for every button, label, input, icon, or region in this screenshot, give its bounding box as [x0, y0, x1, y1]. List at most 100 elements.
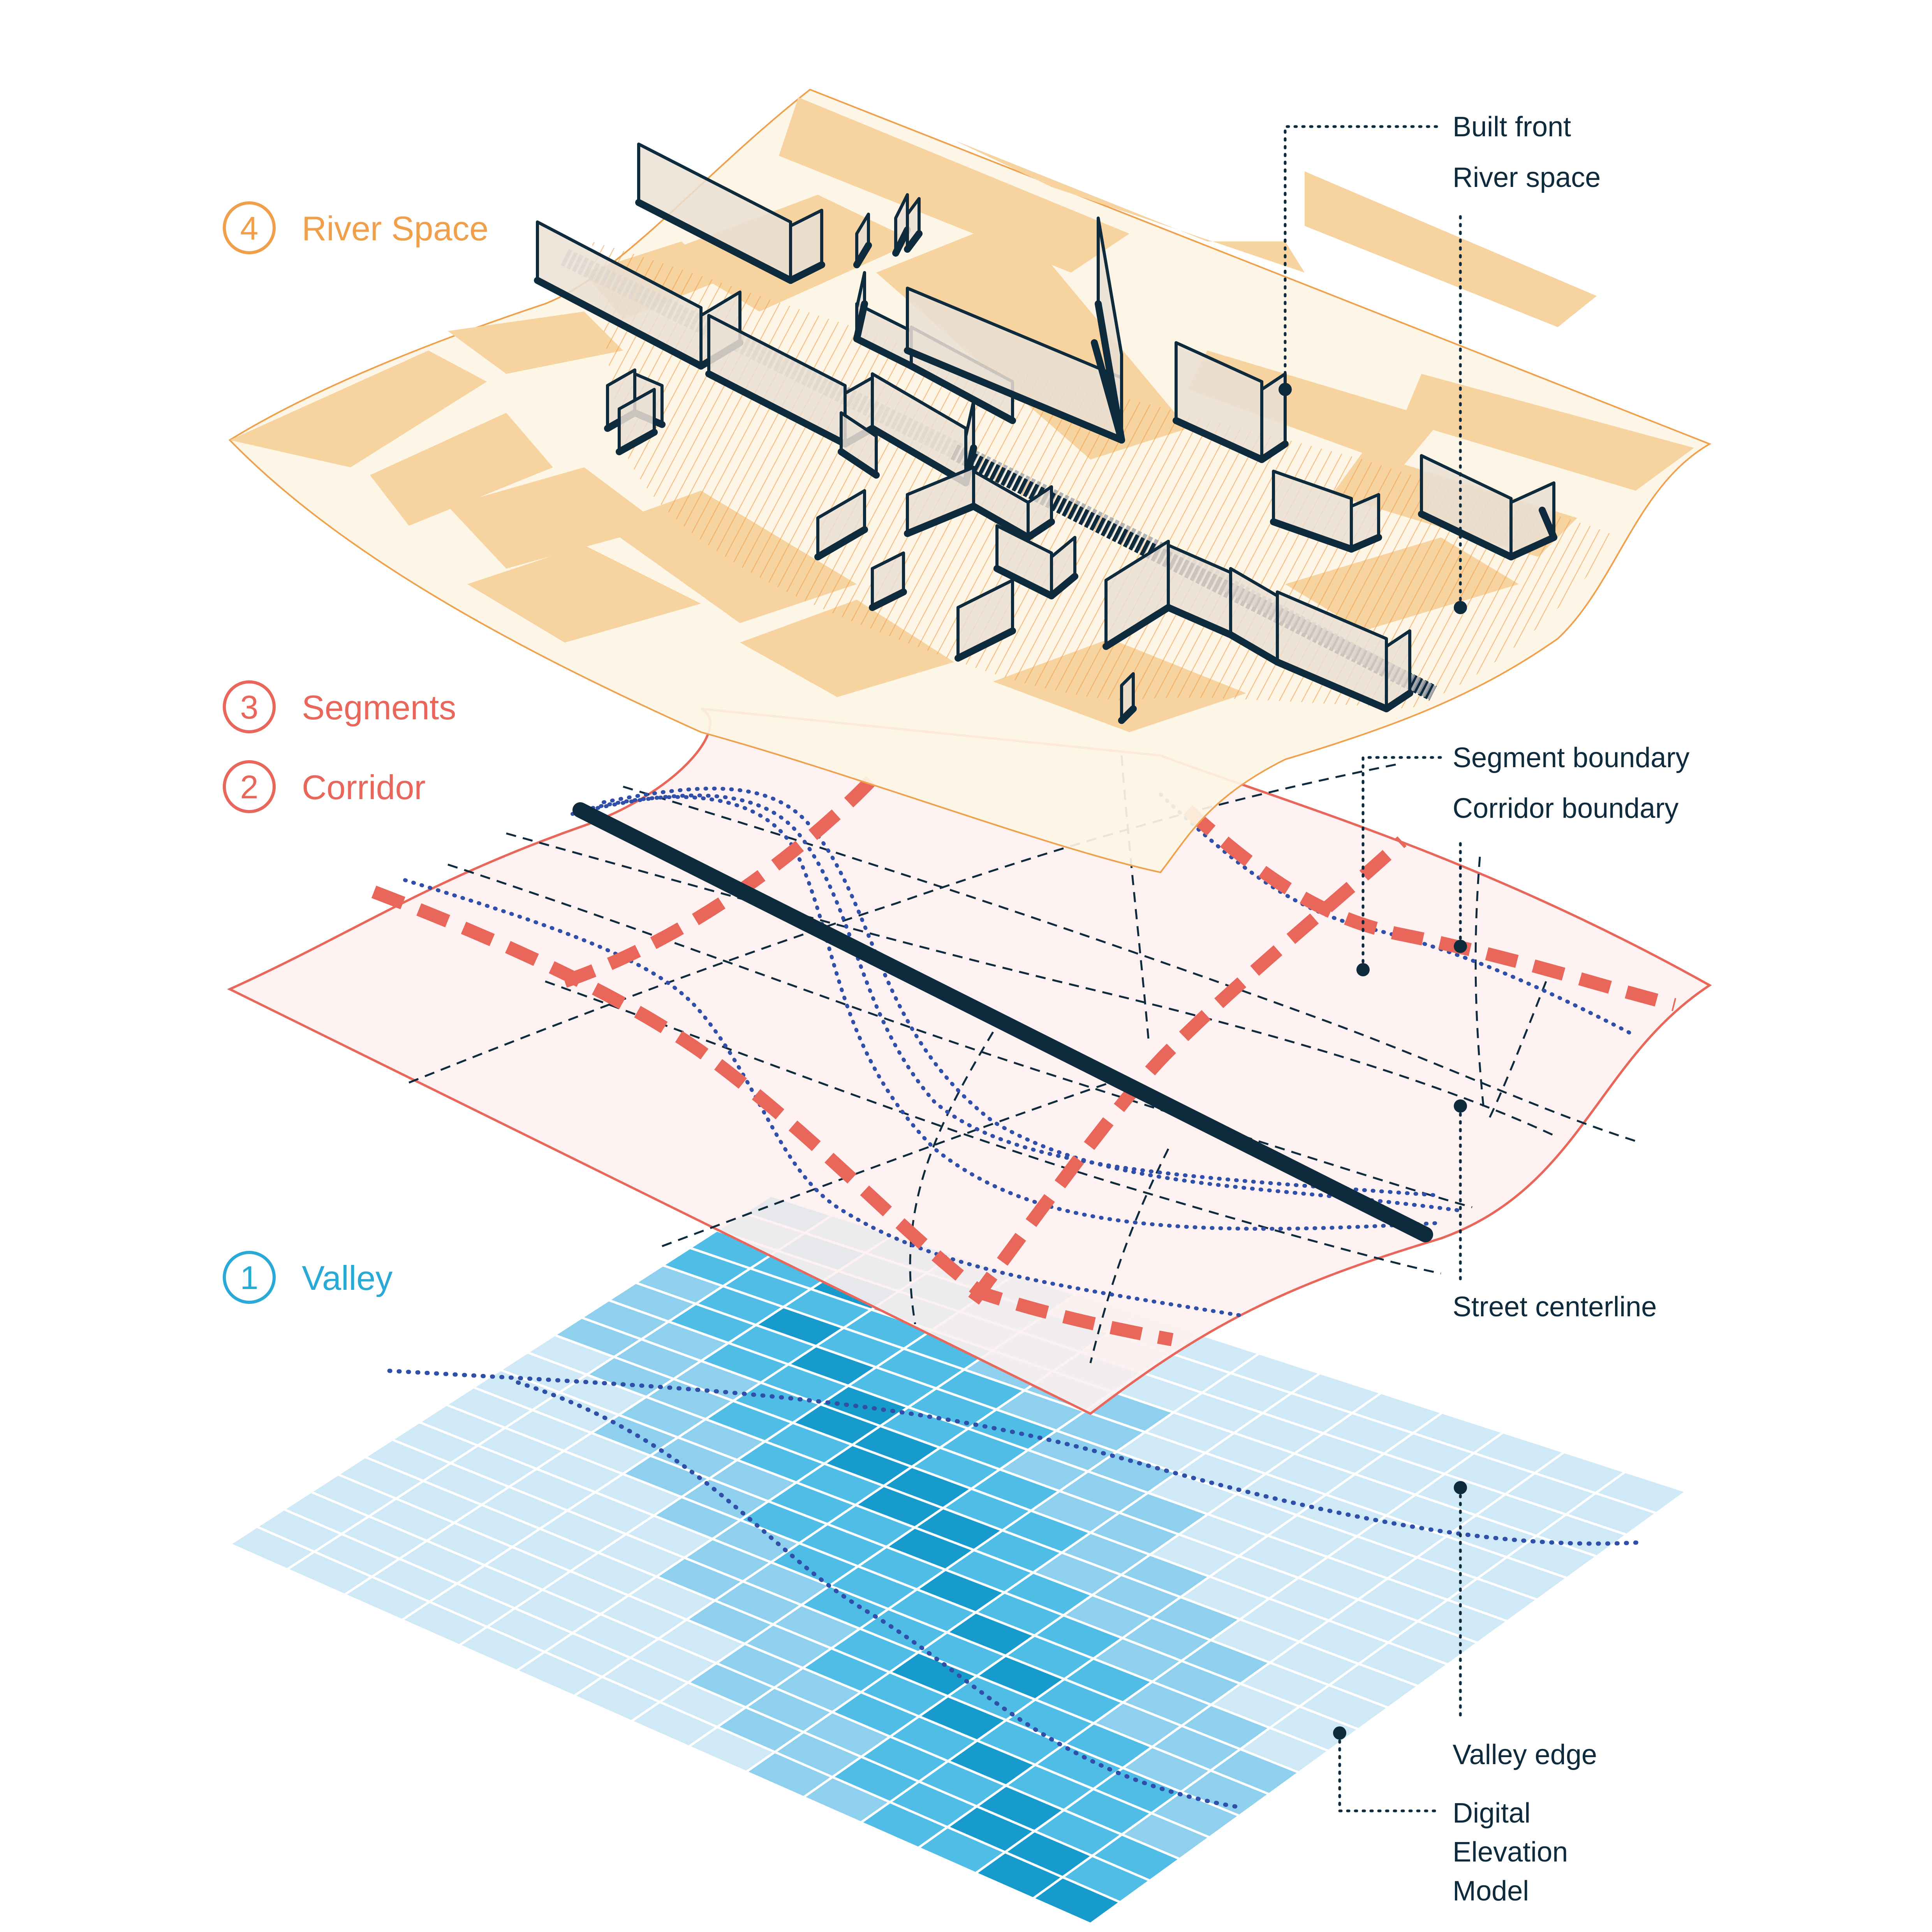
- annotations: Built front River space Segment boundary…: [1279, 111, 1689, 1907]
- built-front-base: [1539, 507, 1557, 541]
- layer-number: 4: [240, 210, 259, 247]
- built-front-base: [904, 347, 1125, 444]
- layer-number-circle: [223, 1251, 276, 1304]
- built-front-base: [955, 627, 1016, 662]
- segment-boundary-leader: [1361, 756, 1442, 971]
- layer-title: River Space: [302, 209, 488, 248]
- layer-number-circle: [223, 760, 276, 813]
- built-front-base: [1274, 659, 1390, 712]
- built-front-base: [1173, 417, 1265, 463]
- dem-label-line1: Digital: [1453, 1798, 1530, 1829]
- built-front-base: [908, 363, 1016, 424]
- built-front-base: [814, 526, 868, 560]
- corridor-boundaries: [403, 786, 1638, 1318]
- layer-labels: 4 River Space 3 Segments 2 Corridor 1 Valley: [223, 201, 488, 1304]
- built-front-base: [1025, 518, 1055, 541]
- built-front-base: [853, 300, 868, 342]
- built-front-base: [1418, 511, 1515, 560]
- built-front-base: [869, 588, 907, 611]
- corridor-boundary-line: [403, 878, 1248, 1318]
- built-front-marker: [1279, 383, 1292, 396]
- built-front-leader: [1284, 125, 1442, 391]
- built-front-base: [1165, 604, 1234, 638]
- built-front-base: [1383, 690, 1413, 712]
- layer-label-1: 1 Valley: [223, 1251, 393, 1304]
- built-front-base: [904, 230, 923, 253]
- built-front-base: [1102, 604, 1172, 650]
- layer-title: Corridor: [302, 768, 426, 807]
- layer-label-4: 4 River Space: [223, 201, 488, 254]
- segment-boundary-label: Segment boundary: [1453, 742, 1689, 773]
- layer-label-2: 2 Corridor: [223, 760, 426, 813]
- layer-number: 2: [240, 769, 259, 805]
- corridor-boundary-line: [571, 793, 1443, 1198]
- built-fronts: [534, 143, 1557, 724]
- built-front-base: [635, 199, 794, 284]
- layer-title: Valley: [302, 1259, 393, 1297]
- layer-number-circle: [223, 680, 276, 733]
- dem-label-line2: Elevation: [1453, 1837, 1568, 1868]
- corridor-boundary-marker: [1454, 940, 1467, 953]
- segment-boundary-line: [909, 1031, 994, 1324]
- corridor-layer: [227, 708, 1712, 1415]
- segment-dash-line: [968, 836, 1407, 1305]
- dem-marker: [1333, 1726, 1346, 1740]
- river-space-label: River space: [1453, 162, 1601, 193]
- built-front-label: Built front: [1453, 111, 1571, 143]
- segment-boundary-line: [662, 1081, 1110, 1247]
- street-centerline: [572, 802, 1433, 1242]
- built-front-base: [1048, 573, 1078, 599]
- segment-boundary-line: [447, 863, 1472, 1208]
- segment-boundary-line: [545, 980, 1441, 1275]
- segment-main-boundaries: [371, 770, 1677, 1346]
- layer-label-3: 3 Segments: [223, 680, 456, 733]
- street-centerline-label: Street centerline: [1453, 1291, 1657, 1323]
- segment-dash-line: [1183, 805, 1677, 1011]
- built-front-base: [1508, 534, 1557, 560]
- layer-title: Segments: [302, 688, 456, 727]
- river-space-marker: [1454, 601, 1467, 614]
- river-space-hatched-area: [592, 241, 1616, 709]
- built-front-base: [838, 448, 880, 479]
- corridor-boundary-line: [582, 795, 1443, 1231]
- built-front-base: [705, 370, 849, 447]
- segment-boundary-line: [1089, 1148, 1169, 1363]
- built-front-base: [1095, 300, 1125, 444]
- built-front-base: [892, 226, 911, 257]
- dem-leader: [1338, 1731, 1442, 1812]
- layer-number: 3: [240, 689, 259, 726]
- corridor-boundary-line: [1159, 793, 1638, 1038]
- segment-boundary-line: [1474, 856, 1485, 1110]
- built-front-base: [1348, 534, 1382, 553]
- valley-edge-line-lower: [516, 1380, 1241, 1809]
- layer-number: 1: [240, 1259, 259, 1296]
- corridor-boundary-label: Corridor boundary: [1453, 793, 1678, 824]
- built-front-base: [970, 503, 1032, 541]
- built-front-base: [534, 277, 704, 370]
- segment-boundary-marker: [1356, 963, 1370, 976]
- dem-label-line3: Model: [1453, 1876, 1529, 1907]
- segment-boundary-line: [1486, 981, 1547, 1122]
- built-front-base: [787, 261, 825, 284]
- valley-edge-marker: [1454, 1481, 1467, 1494]
- segment-boundary-line: [506, 832, 1559, 1138]
- valley-edge-line-upper: [387, 1368, 1646, 1546]
- built-front-base: [853, 242, 872, 268]
- built-front-base: [993, 565, 1055, 599]
- built-front-base: [1258, 440, 1289, 463]
- corridor-plane: [227, 708, 1712, 1415]
- river-space-layer: [228, 88, 1712, 874]
- built-front-base: [869, 425, 969, 486]
- layer-number-circle: [223, 201, 276, 254]
- valley-edge-label: Valley edge: [1453, 1739, 1597, 1770]
- street-centerline-marker: [1454, 1099, 1467, 1113]
- built-front-base: [904, 503, 977, 537]
- segment-boundary-line: [409, 762, 1402, 1084]
- built-front-base: [1227, 631, 1281, 666]
- built-front-base: [853, 335, 915, 370]
- dem-cell: [1593, 1471, 1689, 1515]
- built-front-base: [1118, 705, 1137, 724]
- built-front-base: [616, 429, 658, 455]
